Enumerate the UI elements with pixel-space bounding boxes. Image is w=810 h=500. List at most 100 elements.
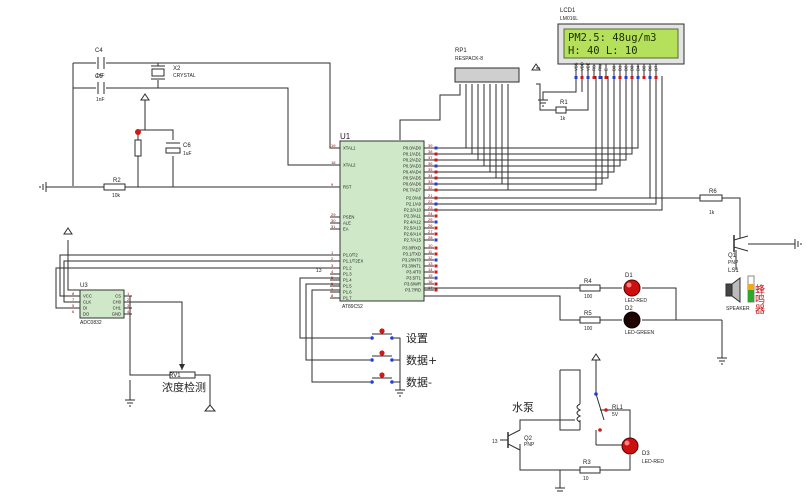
mcu-ref: U1 <box>340 132 351 141</box>
rl1-value: 5V <box>612 412 619 418</box>
r5-ref: R5 <box>584 311 592 317</box>
q2-net-label: 13 <box>492 439 498 445</box>
lcd-pin-state <box>624 76 628 79</box>
push-button: 数据- <box>370 372 432 389</box>
ground-u3 <box>125 399 135 407</box>
mcu-pin-state <box>434 170 438 174</box>
r4-ref: R4 <box>584 279 592 285</box>
mcu-pin-number: 19 <box>331 143 336 148</box>
mcu-pin-state <box>434 246 438 250</box>
lcd-pin-state <box>580 76 584 79</box>
relay-rl1: RL1 5V <box>576 392 624 432</box>
button-cap <box>379 372 385 378</box>
lcd-line-2: H: 40 L: 10 <box>568 45 638 57</box>
button-terminal <box>390 336 394 340</box>
lcd-part: LM016L <box>560 16 578 22</box>
mcu-pin-name: P1.7 <box>343 296 352 301</box>
u3-pin-number: 8 <box>72 291 75 296</box>
rl1-ref: RL1 <box>612 405 624 411</box>
mcu-pin-state <box>434 232 438 236</box>
r6-value: 1k <box>709 210 715 216</box>
lcd-pin-state <box>592 76 596 79</box>
mcu-pin-number: 14 <box>428 267 433 272</box>
mcu-pin-number: 38 <box>428 149 433 154</box>
c5-ref: C5 <box>95 74 103 80</box>
respack-rp1: RP1 RESPACK-8 <box>454 48 520 83</box>
mcu-pin-number: 23 <box>428 205 433 210</box>
mcu-pin-state <box>434 288 438 292</box>
lcd-pin-name: VEE <box>585 62 590 71</box>
mcu-pin-state <box>434 226 438 230</box>
lcd-line-1: PM2.5: 48ug/m3 <box>568 32 657 44</box>
mcu-pin-number: 22 <box>428 199 433 204</box>
lcd-lcd1: LCD1 LM016L PM2.5: 48ug/m3 H: 40 L: 10 V… <box>557 8 685 79</box>
mcu-pin-name: P3.7/RD <box>405 288 421 293</box>
q2-ref: Q2 <box>524 436 533 442</box>
lcd-pin-name: RS <box>591 65 596 71</box>
mcu-pin-name: RST <box>343 185 352 190</box>
mcu-pin-name: P0.0/AD0 <box>403 146 422 151</box>
mcu-pin-number: 11 <box>428 249 433 254</box>
mcu-pin-name: P0.4/AD4 <box>403 170 422 175</box>
crystal-x2: X2 CRYSTAL <box>151 65 196 80</box>
lcd-pin-state <box>642 76 646 79</box>
mcu-pin-number: 27 <box>428 229 433 234</box>
mcu-pin-number: 36 <box>428 161 433 166</box>
lcd-pin-name: VSS <box>573 62 578 71</box>
mcu-pin-name: P1.0/T2 <box>343 253 358 258</box>
mcu-pin-name: P2.1/A9 <box>406 202 422 207</box>
u3-pin-number: 1 <box>127 291 130 296</box>
button-terminal <box>370 380 374 384</box>
r3-value: 10 <box>583 476 589 482</box>
u3-pin-number: 4 <box>127 309 130 314</box>
mcu-pin-number: 10 <box>428 243 433 248</box>
lcd-pin-state <box>630 76 634 79</box>
mcu-pin-number: 25 <box>428 217 433 222</box>
capacitor-c5: C5 1nF <box>95 74 105 103</box>
u3-part: ADC0832 <box>80 320 102 326</box>
mcu-pin-number: 18 <box>331 160 336 165</box>
mcu-pin-number: 2 <box>331 256 334 261</box>
mcu-pin-number: 3 <box>331 263 334 268</box>
mcu-pin-number: 34 <box>428 173 433 178</box>
mcu-pin-state <box>434 188 438 192</box>
mcu-pin-name: P1.5 <box>343 284 352 289</box>
u3-pin-name: CLK <box>83 300 91 305</box>
r1-ref: R1 <box>560 100 568 106</box>
rp1-ref: RP1 <box>455 48 467 54</box>
resistor-r5: R5 100 <box>579 311 601 332</box>
transistor-q1: Q1 PNP <box>728 235 749 266</box>
capacitor-c6: C6 1uF <box>165 142 192 157</box>
rv1-label: 浓度检测 <box>162 380 206 394</box>
mcu-pin-name: P2.5/A13 <box>404 226 422 231</box>
speaker-ls1: LS1 SPEAKER 蜂鸣器 <box>725 268 765 315</box>
lcd-pin-name: D2 <box>623 65 628 71</box>
mcu-pin-number: 4 <box>331 269 334 274</box>
mcu-pin-number: 13 <box>428 261 433 266</box>
mcu-pin-number: 15 <box>428 273 433 278</box>
ground-q1 <box>794 239 802 249</box>
lcd-ref: LCD1 <box>560 8 576 14</box>
u3-pin-number: 2 <box>127 297 130 302</box>
mcu-pin-name: P2.2/A10 <box>404 208 422 213</box>
mcu-pin-number: 30 <box>331 218 336 223</box>
mcu-pin-number: 24 <box>428 211 433 216</box>
mcu-pin-number: 12 <box>428 255 433 260</box>
d2-ref: D2 <box>625 306 633 312</box>
mcu-pin-number: 5 <box>331 275 334 280</box>
reset-button <box>134 129 142 157</box>
c6-value: 1uF <box>183 151 192 157</box>
u3-ref: U3 <box>80 283 88 289</box>
lcd-pin-state <box>636 76 640 79</box>
button-terminal <box>390 380 394 384</box>
button-label: 设置 <box>406 332 428 345</box>
mcu-pin-name: P1.2 <box>343 266 352 271</box>
mcu-pin-name: P1.4 <box>343 278 352 283</box>
lcd-pin-name: D7 <box>653 65 658 71</box>
u3-pin-name: CS <box>115 294 121 299</box>
led-d2: D2 LED-GREEN <box>623 306 655 336</box>
d2-part: LED-GREEN <box>625 330 655 336</box>
